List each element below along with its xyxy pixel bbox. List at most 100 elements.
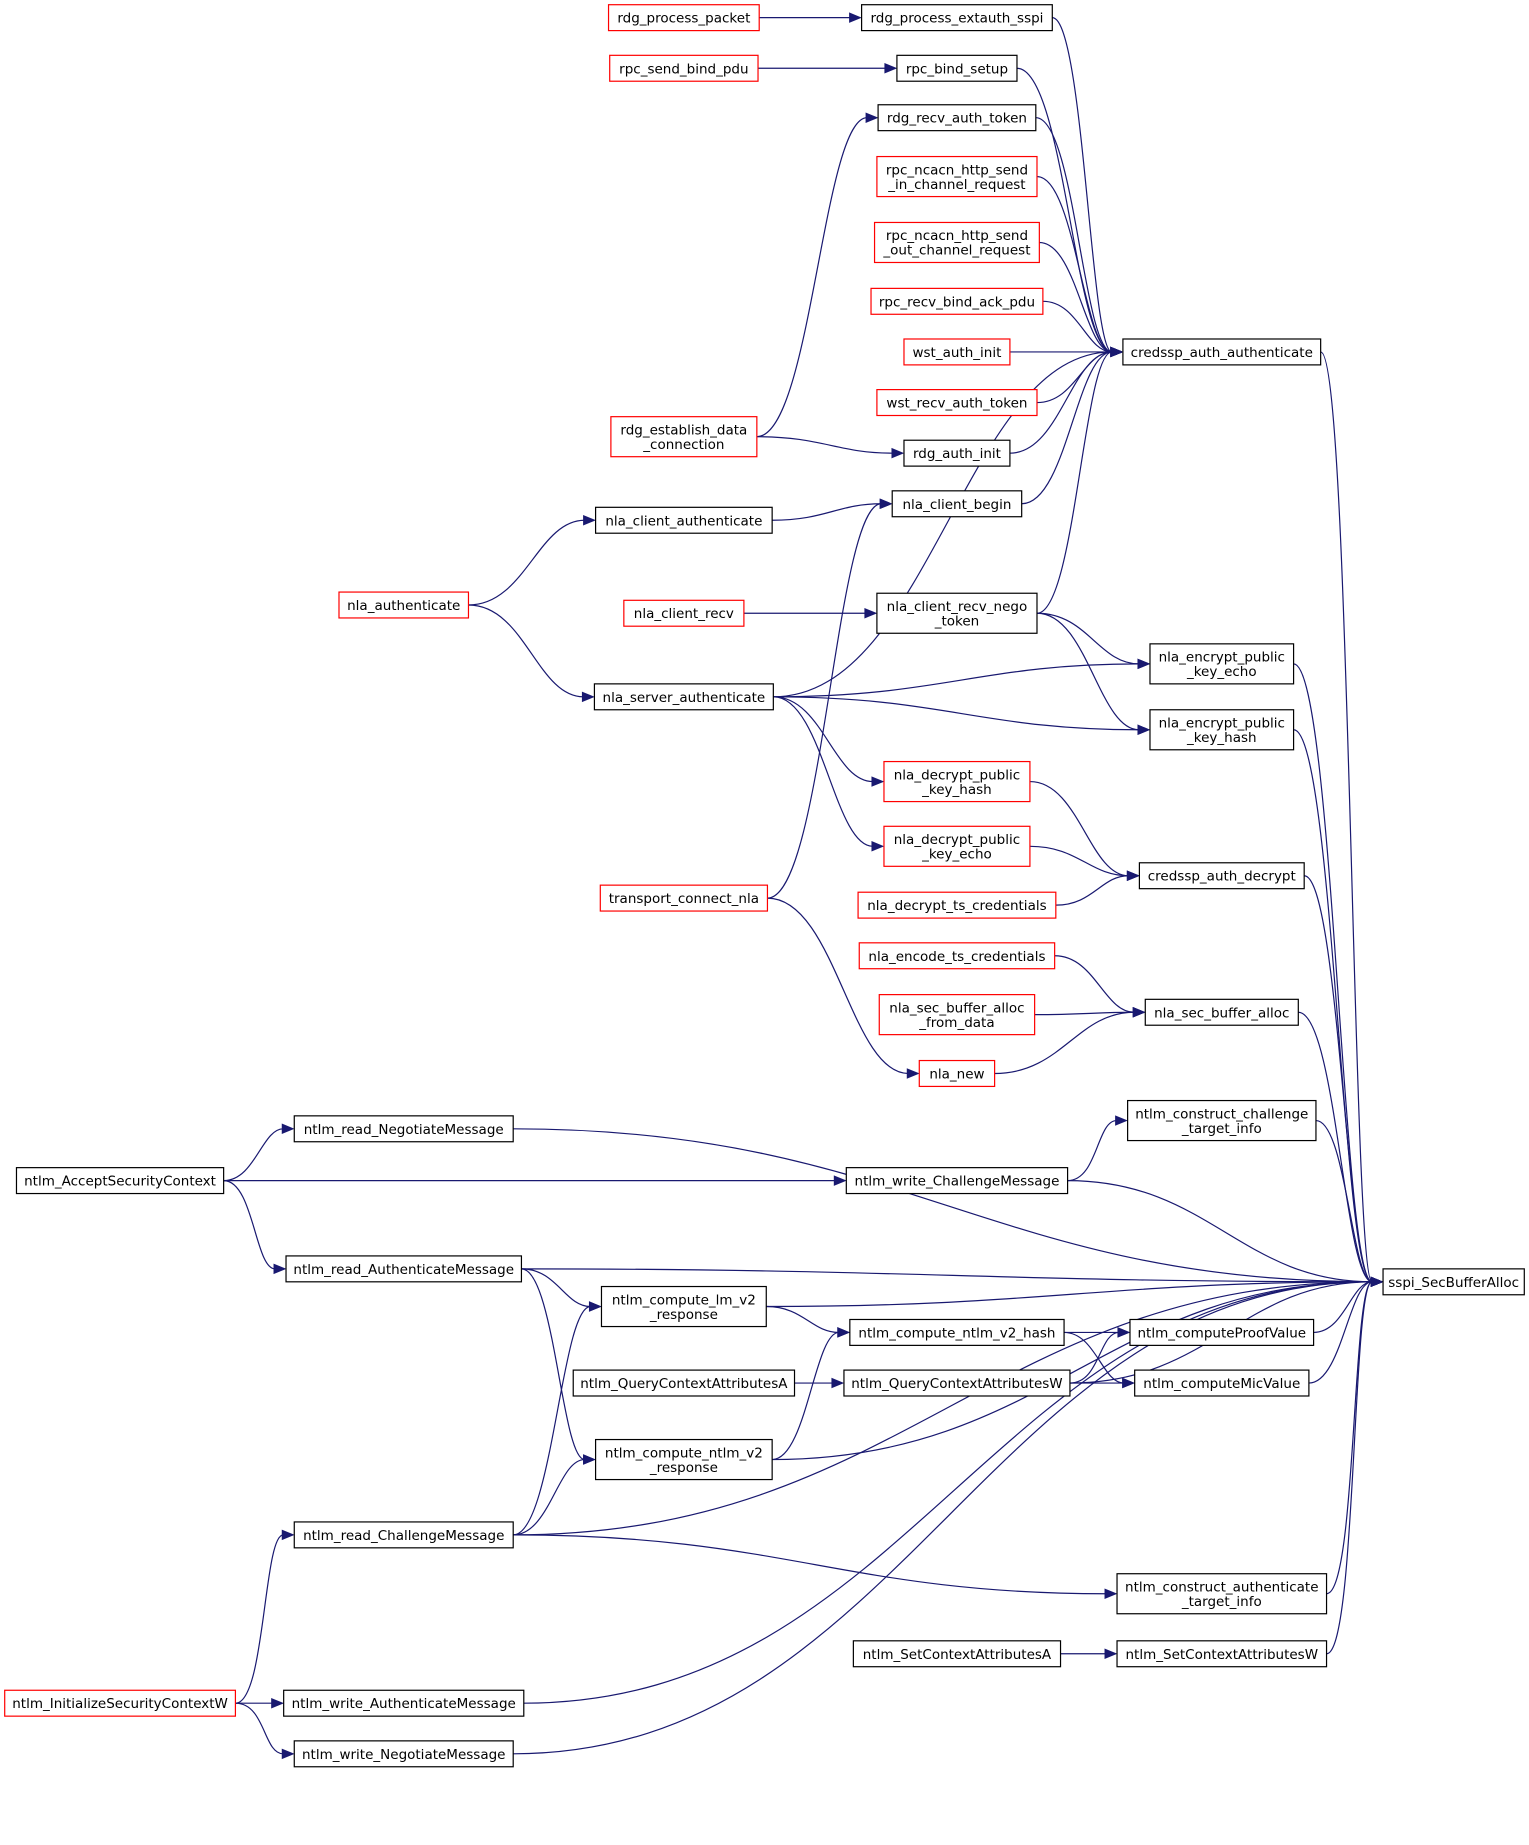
node-ntlm_QueryContextAttributesW[interactable]: ntlm_QueryContextAttributesW [843,1369,1071,1397]
edge-line [773,696,873,783]
node-nla_encode_ts_credentials[interactable]: nla_encode_ts_credentials [858,942,1056,970]
node-label: nla_encrypt_public [1159,716,1285,732]
node-ntlm_SetContextAttributesA[interactable]: ntlm_SetContextAttributesA [852,1640,1062,1668]
node-ntlm_AcceptSecurityContext[interactable]: ntlm_AcceptSecurityContext [15,1167,225,1195]
edge-nla_encrypt_public_key_hash-to-target [1293,729,1384,1288]
node-nla_decrypt_ts_credentials[interactable]: nla_decrypt_ts_credentials [857,891,1057,919]
node-label: _key_echo [1186,664,1257,680]
node-nla_client_authenticate[interactable]: nla_client_authenticate [594,506,773,534]
node-ntlm_compute_ntlm_v2_response[interactable]: ntlm_compute_ntlm_v2_response [594,1438,773,1481]
node-box [852,1640,1062,1668]
node-credssp_auth_authenticate[interactable]: credssp_auth_authenticate [1122,338,1322,366]
node-rdg_establish_data_connection[interactable]: rdg_establish_data_connection [610,416,758,458]
node-ntlm_read_ChallengeMessage[interactable]: ntlm_read_ChallengeMessage [293,1521,514,1549]
node-nla_encrypt_public_key_echo[interactable]: nla_encrypt_public_key_echo [1149,643,1295,685]
node-nla_sec_buffer_alloc_from_data[interactable]: nla_sec_buffer_alloc_from_data [878,994,1036,1036]
edge-arrowhead [1137,724,1151,736]
edge-ntlm_InitializeSecurityContextW-to-ntlm_write_NegotiateMessage [235,1702,295,1760]
node-rpc_bind_setup[interactable]: rpc_bind_setup [896,54,1018,82]
node-ntlm_QueryContextAttributesA[interactable]: ntlm_QueryContextAttributesA [572,1369,796,1397]
edge-arrowhead [1370,1276,1384,1288]
edge-arrowhead [583,515,596,526]
edge-arrowhead [281,1748,295,1760]
node-ntlm_read_AuthenticateMessage[interactable]: ntlm_read_AuthenticateMessage [285,1255,523,1283]
node-label: wst_recv_auth_token [886,396,1027,412]
edge-arrowhead [271,1697,284,1709]
node-rdg_process_extauth_sspi[interactable]: rdg_process_extauth_sspi [861,4,1053,32]
node-label: nla_sec_buffer_alloc [889,1000,1024,1016]
node-rdg_process_packet[interactable]: rdg_process_packet [607,4,760,32]
node-label: ntlm_write_NegotiateMessage [302,1747,506,1763]
node-label: ntlm_AcceptSecurityContext [24,1174,216,1190]
node-ntlm_write_AuthenticateMessage[interactable]: ntlm_write_AuthenticateMessage [283,1689,525,1717]
node-nla_client_begin[interactable]: nla_client_begin [891,490,1023,518]
node-box [878,994,1036,1036]
node-ntlm_construct_challenge_target_info[interactable]: ntlm_construct_challenge_target_info [1127,1099,1317,1142]
edge-arrowhead [581,691,595,703]
node-wst_recv_auth_token[interactable]: wst_recv_auth_token [876,389,1038,417]
node-box [1127,1099,1317,1142]
node-rdg_recv_auth_token[interactable]: rdg_recv_auth_token [877,104,1037,132]
node-nla_decrypt_public_key_echo[interactable]: nla_decrypt_public_key_echo [883,825,1031,867]
node-rpc_ncacn_out[interactable]: rpc_ncacn_http_send_out_channel_request [873,221,1040,264]
node-label: _response [649,1460,718,1476]
node-nla_sec_buffer_alloc[interactable]: nla_sec_buffer_alloc [1144,998,1299,1026]
edge-nla_encode_ts_credentials-to-nla_sec_buffer_alloc [1054,955,1146,1018]
node-nla_encrypt_public_key_hash[interactable]: nla_encrypt_public_key_hash [1149,709,1295,751]
node-ntlm_InitializeSecurityContextW[interactable]: ntlm_InitializeSecurityContextW [4,1689,237,1717]
node-ntlm_computeProofValue[interactable]: ntlm_computeProofValue [1129,1318,1315,1346]
node-nla_client_recv[interactable]: nla_client_recv [623,599,745,627]
node-rdg_auth_init[interactable]: rdg_auth_init [903,439,1011,467]
node-ntlm_computeMicValue[interactable]: ntlm_computeMicValue [1134,1369,1310,1397]
edge-ntlm_read_ChallengeMessage-to-ntlm_compute_ntlm_v2_response [513,1454,596,1536]
node-label: sspi_SecBufferAlloc [1388,1275,1519,1291]
node-wst_auth_init[interactable]: wst_auth_init [903,338,1011,366]
node-label: rdg_process_packet [617,11,750,27]
node-label: nla_client_begin [902,497,1011,513]
edge-nla_authenticate-to-nla_server_authenticate [468,604,595,703]
node-ntlm_SetContextAttributesW[interactable]: ntlm_SetContextAttributesW [1116,1640,1328,1668]
node-rpc_ncacn_in[interactable]: rpc_ncacn_http_send_in_channel_request [876,155,1038,198]
node-nla_server_authenticate[interactable]: nla_server_authenticate [593,683,774,711]
edge-arrowhead [884,63,898,74]
node-target[interactable]: sspi_SecBufferAlloc [1382,1268,1525,1296]
edge-line [1021,351,1112,505]
edge-line [766,1305,839,1334]
node-transport_connect_nla[interactable]: transport_connect_nla [599,884,769,912]
node-label: ntlm_compute_lm_v2 [612,1292,756,1308]
edge-arrowhead [273,1263,287,1275]
node-box [903,338,1011,366]
node-rpc_recv_bind_ack_pdu[interactable]: rpc_recv_bind_ack_pdu [870,287,1044,315]
edge-arrowhead [588,1301,602,1312]
edge-line [235,1534,284,1704]
node-box [870,287,1044,315]
node-label: rdg_process_extauth_sspi [870,11,1043,27]
node-label: _connection [642,437,724,453]
node-ntlm_compute_lm_v2_response[interactable]: ntlm_compute_lm_v2_response [600,1285,767,1328]
node-label: _target_info [1181,1594,1262,1610]
node-ntlm_compute_ntlm_v2_hash[interactable]: ntlm_compute_ntlm_v2_hash [849,1318,1065,1346]
node-credssp_auth_decrypt[interactable]: credssp_auth_decrypt [1138,862,1305,890]
edge-line [1029,845,1129,877]
node-ntlm_construct_authenticate_target_info[interactable]: ntlm_construct_authenticate_target_info [1116,1573,1328,1615]
node-label: nla_encode_ts_credentials [868,949,1045,965]
edge-nla_client_recv_nego_token-to-credssp_auth_authenticate [1036,346,1124,614]
node-rpc_send_bind_pdu[interactable]: rpc_send_bind_pdu [609,54,759,82]
node-ntlm_write_NegotiateMessage[interactable]: ntlm_write_NegotiateMessage [293,1740,514,1768]
node-nla_client_recv_nego_token[interactable]: nla_client_recv_nego_token [876,592,1038,634]
node-ntlm_write_ChallengeMessage[interactable]: ntlm_write_ChallengeMessage [845,1167,1069,1195]
node-box [572,1369,796,1397]
node-box [857,891,1057,919]
node-nla_authenticate[interactable]: nla_authenticate [338,591,470,619]
node-label: wst_auth_init [912,345,1001,361]
edge-arrowhead [879,498,893,510]
edge-line [1320,351,1373,1283]
node-label: ntlm_computeProofValue [1138,1325,1307,1341]
edge-credssp_auth_authenticate-to-target [1320,351,1384,1288]
edge-ntlm_read_NegotiateMessage-to-target [513,1128,1384,1288]
edge-ntlm_write_NegotiateMessage-to-target [513,1276,1384,1755]
node-nla_new[interactable]: nla_new [918,1059,996,1088]
node-nla_decrypt_public_key_hash[interactable]: nla_decrypt_public_key_hash [883,760,1031,803]
node-box [876,155,1038,198]
node-ntlm_read_NegotiateMessage[interactable]: ntlm_read_NegotiateMessage [293,1115,514,1143]
